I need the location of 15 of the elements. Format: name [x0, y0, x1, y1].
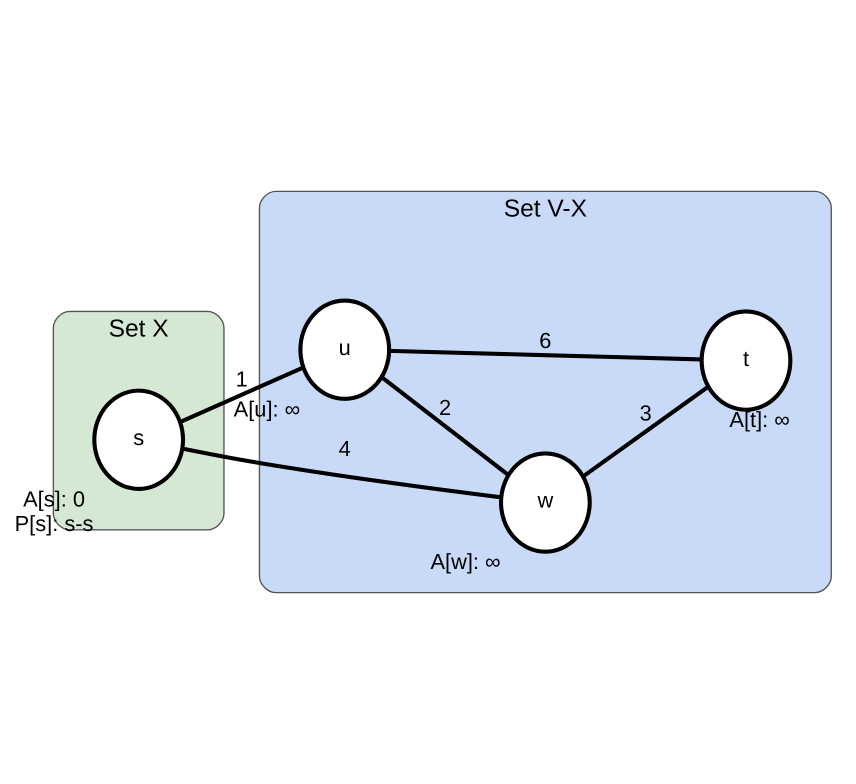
connector	[380, 376, 510, 477]
node-circle: w	[498, 451, 592, 554]
connector	[179, 366, 304, 424]
edge-label: 4	[338, 436, 351, 461]
node-label: A[w]: ∞	[430, 549, 501, 574]
node-circle: t	[700, 309, 792, 412]
edge-label: 1	[236, 366, 248, 392]
connector	[582, 385, 710, 478]
edge-label: 3	[640, 400, 652, 426]
edge-label: 2	[438, 394, 452, 420]
connector	[389, 348, 702, 362]
edge-label: 6	[539, 328, 552, 354]
node-circle: s	[92, 388, 186, 491]
connector	[182, 446, 502, 500]
node-circle: u	[298, 298, 392, 401]
